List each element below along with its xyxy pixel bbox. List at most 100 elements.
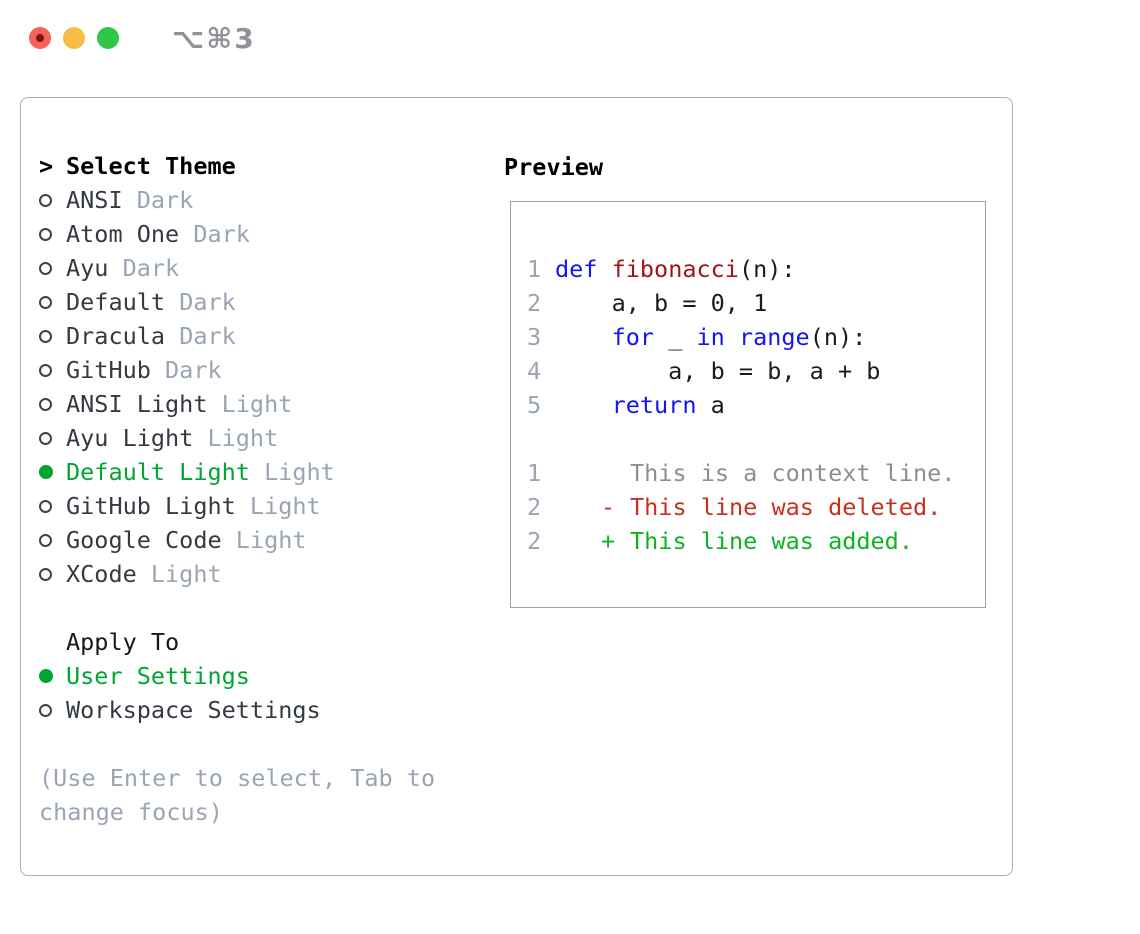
code-token: return (611, 391, 697, 419)
theme-name: GitHub (66, 356, 151, 384)
line-number: 2 (527, 493, 542, 521)
keyboard-hint: (Use Enter to select, Tab to change focu… (39, 764, 436, 826)
diff-line-deleted: 2-This line was deleted. (527, 490, 985, 524)
diff-marker (601, 456, 630, 490)
apply-option-workspace-settings[interactable]: Workspace Settings (39, 693, 479, 727)
window-title-shortcut: ⌥⌘3 (172, 22, 256, 55)
theme-option-google-code-light[interactable]: Google Code Light (39, 523, 479, 557)
prompt-column: > (39, 152, 66, 180)
theme-variant: Dark (179, 288, 236, 316)
radio-icon (39, 363, 52, 377)
theme-name: ANSI Light (66, 390, 208, 418)
select-theme-title: Select Theme (66, 152, 236, 180)
theme-variant: Dark (165, 356, 222, 384)
code-token: in (696, 323, 725, 351)
theme-variant: Light (150, 560, 222, 588)
theme-option-ansi-dark[interactable]: ANSI Dark (39, 183, 479, 217)
radio-selected-icon (39, 465, 53, 479)
radio-column (39, 363, 66, 377)
theme-option-github-light-light[interactable]: GitHub Light Light (39, 489, 479, 523)
theme-name: XCode (66, 560, 137, 588)
radio-icon (39, 431, 52, 445)
spacer (39, 727, 479, 761)
line-number: 4 (527, 357, 542, 385)
theme-variant: Dark (136, 186, 194, 214)
radio-icon (39, 567, 52, 581)
minimize-button[interactable] (63, 27, 85, 49)
theme-name: GitHub Light (66, 492, 236, 520)
radio-icon (39, 261, 52, 275)
apply-option-user-settings[interactable]: User Settings (39, 659, 479, 693)
theme-name: ANSI (66, 186, 123, 214)
radio-column (39, 703, 66, 717)
theme-variant: Light (235, 526, 307, 554)
code-token: for (611, 323, 655, 351)
close-button[interactable] (29, 27, 51, 49)
theme-variant: Dark (193, 220, 250, 248)
radio-icon (39, 227, 52, 241)
radio-icon (39, 397, 52, 411)
line-number: 5 (527, 391, 542, 419)
radio-column (39, 261, 66, 275)
radio-icon (39, 703, 52, 717)
theme-option-github-dark[interactable]: GitHub Dark (39, 353, 479, 387)
diff-text: This is a context line. (630, 459, 956, 487)
radio-column (39, 329, 66, 343)
code-token: _ (654, 323, 697, 351)
diff-text: This line was deleted. (630, 493, 942, 521)
theme-name: Google Code (66, 526, 222, 554)
apply-option-label: User Settings (66, 662, 250, 690)
diff-marker: + (601, 527, 616, 555)
theme-option-default-dark[interactable]: Default Dark (39, 285, 479, 319)
code-token (555, 391, 612, 419)
code-token: range (738, 323, 810, 351)
radio-icon (39, 499, 52, 513)
apply-to-header: Apply To (39, 625, 479, 659)
radio-column (39, 397, 66, 411)
radio-icon (39, 329, 52, 343)
apply-to-title: Apply To (66, 628, 180, 656)
code-token: (n): (738, 255, 796, 283)
theme-name: Ayu (66, 254, 109, 282)
maximize-button[interactable] (97, 27, 119, 49)
code-token: a, b = b, a + b (555, 357, 881, 385)
radio-column (39, 499, 66, 513)
titlebar[interactable]: ⌥⌘3 (0, 0, 1140, 97)
select-theme-header: > Select Theme (39, 149, 479, 183)
theme-option-dracula-dark[interactable]: Dracula Dark (39, 319, 479, 353)
radio-icon (39, 193, 52, 207)
code-token (555, 323, 612, 351)
theme-option-xcode-light[interactable]: XCode Light (39, 557, 479, 591)
diff-text: This line was added. (630, 527, 913, 555)
code-line: 4 a, b = b, a + b (527, 354, 985, 388)
theme-variant: Light (264, 458, 335, 486)
radio-icon (39, 295, 52, 309)
code-token (725, 323, 739, 351)
theme-option-ayu-dark[interactable]: Ayu Dark (39, 251, 479, 285)
radio-column (39, 465, 66, 479)
line-number: 2 (527, 289, 542, 317)
radio-column (39, 669, 66, 683)
code-line: 2 a, b = 0, 1 (527, 286, 985, 320)
blank-line (527, 422, 985, 456)
line-number: 1 (527, 459, 542, 487)
theme-variant: Light (249, 492, 321, 520)
code-line: 3 for _ in range(n): (527, 320, 985, 354)
theme-name: Dracula (66, 322, 166, 350)
theme-name: Default (66, 288, 166, 316)
theme-variant: Dark (179, 322, 236, 350)
line-number: 1 (527, 255, 542, 283)
diff-line-added: 2+This line was added. (527, 524, 985, 558)
theme-variant: Dark (122, 254, 180, 282)
